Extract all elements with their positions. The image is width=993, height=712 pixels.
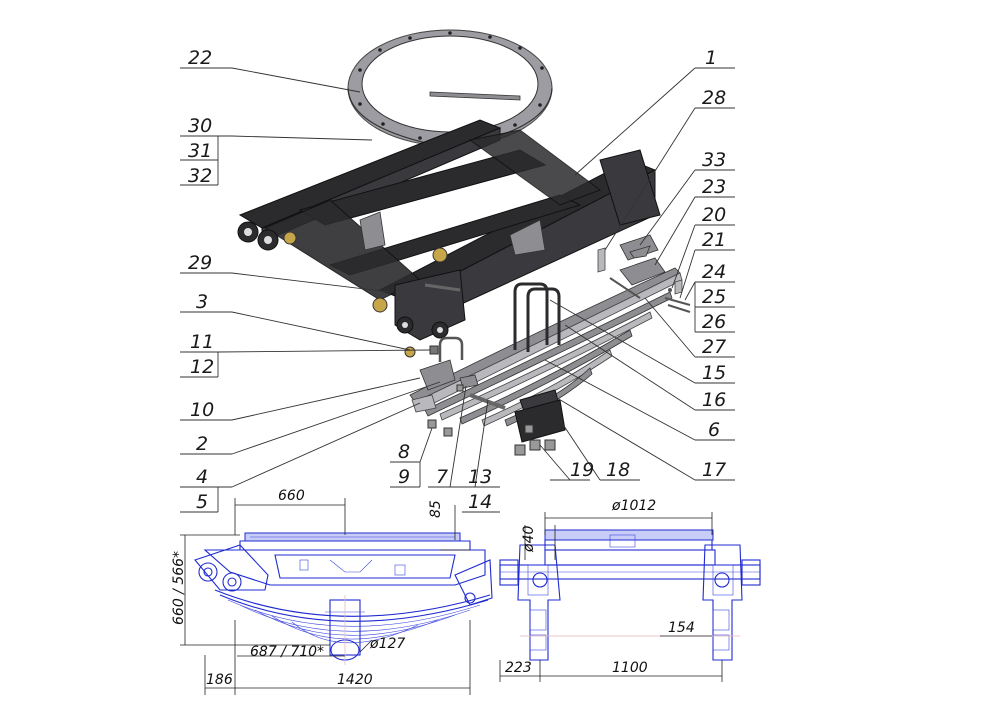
- callout-20: 20: [702, 204, 726, 226]
- turntable-ring: [347, 29, 553, 149]
- callout-15: 15: [702, 362, 726, 384]
- dim-top-length: 660: [278, 488, 305, 504]
- callout-leaders: [180, 67, 735, 513]
- callout-31: 31: [188, 140, 212, 162]
- dim-wheel-offset: 154: [668, 620, 695, 636]
- callout-13: 13: [468, 466, 492, 488]
- callout-12: 12: [190, 356, 214, 378]
- callout-25: 25: [702, 286, 726, 308]
- callout-14: 14: [468, 491, 492, 513]
- dim-track-width: 1100: [612, 660, 648, 676]
- front-shackle-parts: [404, 336, 506, 437]
- callout-32: 32: [188, 165, 212, 187]
- callout-29: 29: [188, 252, 212, 274]
- callout-5: 5: [196, 491, 208, 513]
- callout-33: 33: [702, 149, 726, 171]
- callout-8: 8: [398, 441, 410, 463]
- callout-22: 22: [188, 47, 212, 69]
- callout-30: 30: [188, 115, 212, 137]
- dim-height-offset: 85: [428, 500, 444, 518]
- callout-17: 17: [702, 459, 726, 481]
- callout-24: 24: [702, 261, 726, 283]
- front-lugs: [237, 221, 297, 251]
- callout-19: 19: [570, 459, 594, 481]
- callout-7: 7: [436, 466, 448, 488]
- callout-10: 10: [190, 399, 214, 421]
- callout-labels: 22 30 31 32 29 3 11 12 10 2 4 5 8 9 7 13…: [188, 47, 726, 513]
- front-view-drawing: ø1012 ø40 154 223 1100: [499, 498, 761, 682]
- callout-3: 3: [196, 291, 208, 313]
- main-frame: [237, 119, 661, 341]
- dim-vertical-height: 660 / 566*: [171, 551, 187, 625]
- dim-ring-diameter: ø1012: [611, 498, 656, 514]
- callout-16: 16: [702, 389, 726, 411]
- dim-side-offset: 223: [505, 660, 532, 676]
- dim-overall-length: 1420: [337, 672, 373, 688]
- callout-23: 23: [702, 176, 726, 198]
- dim-pin-diameter: ø40: [521, 526, 537, 553]
- callout-27: 27: [702, 336, 726, 358]
- dim-spring-span: 687 / 710*: [250, 644, 324, 660]
- dim-front-offset: 186: [206, 672, 233, 688]
- side-view-drawing: 660 85 660 / 566* 687 / 710* ø127 186 14…: [171, 488, 493, 695]
- callout-2: 2: [196, 433, 208, 455]
- callout-1: 1: [705, 47, 717, 69]
- callout-9: 9: [398, 466, 410, 488]
- callout-21: 21: [702, 229, 726, 251]
- callout-4: 4: [196, 466, 208, 488]
- u-bolts: [513, 282, 561, 352]
- callout-18: 18: [606, 459, 630, 481]
- dim-axle-diameter: ø127: [369, 636, 405, 652]
- rear-shackle-parts: [597, 234, 691, 313]
- callout-26: 26: [702, 311, 726, 333]
- callout-6: 6: [708, 419, 720, 441]
- callout-28: 28: [702, 87, 726, 109]
- exploded-view: [237, 29, 691, 456]
- callout-11: 11: [190, 331, 214, 353]
